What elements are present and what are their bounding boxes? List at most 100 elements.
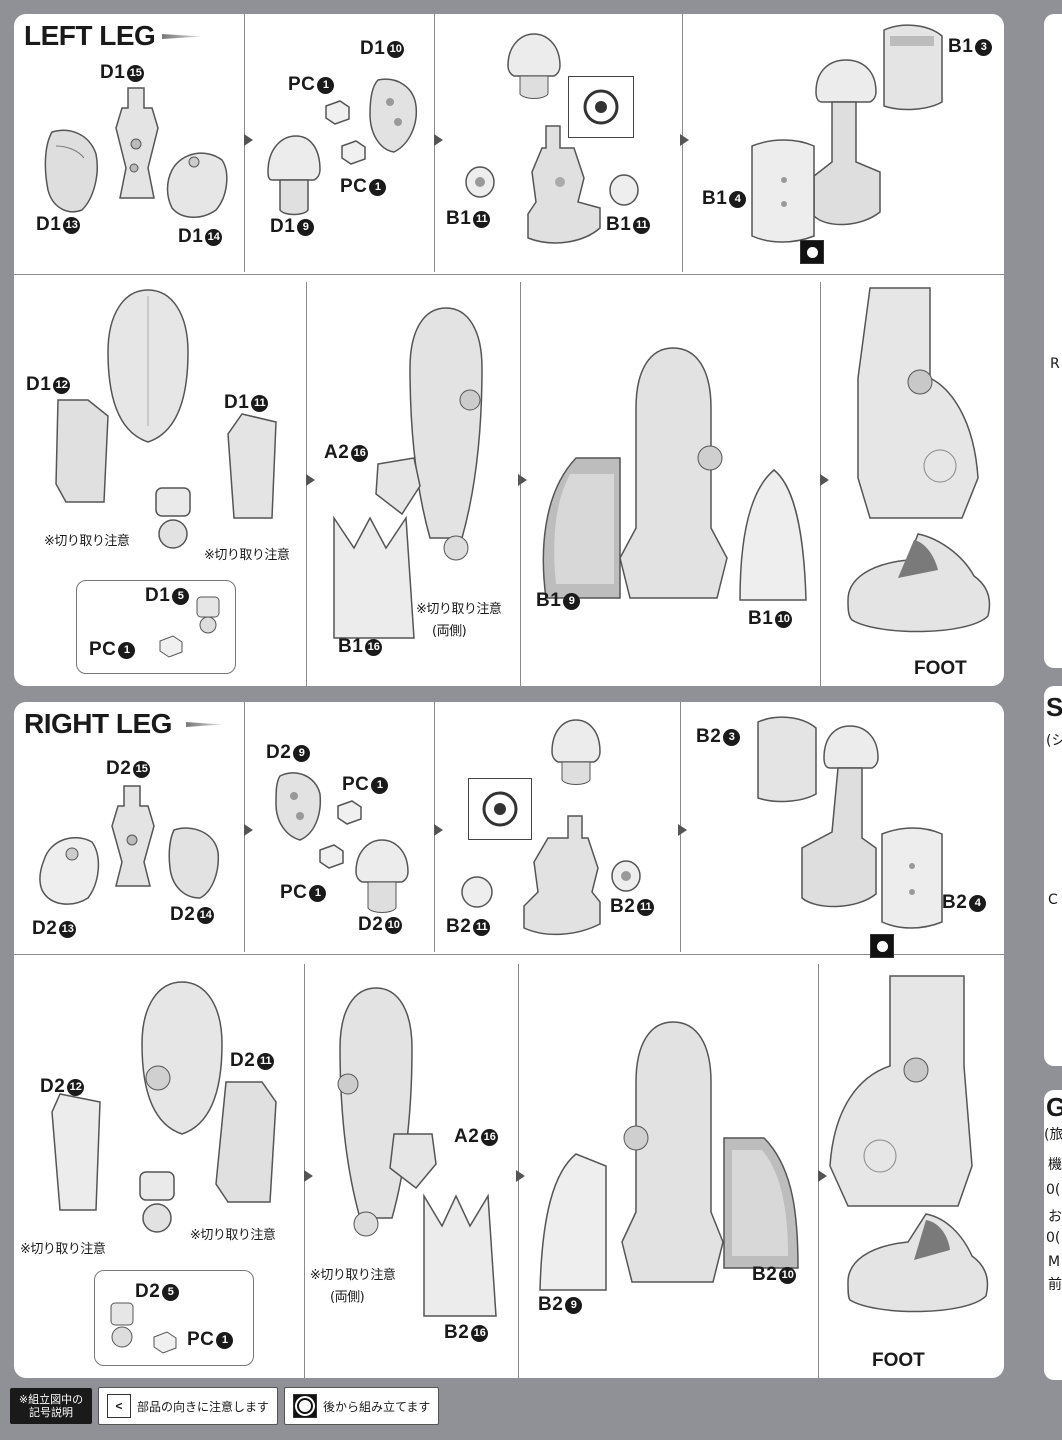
part-b2-10 (718, 1128, 804, 1274)
part-a2-16 (372, 454, 424, 518)
part-d2-14 (164, 822, 224, 902)
part-thigh-assembly (326, 984, 426, 1240)
part-thigh-top (794, 722, 884, 922)
part-joint (134, 1168, 180, 1238)
step-arrow (434, 134, 443, 146)
strip-line: お (1048, 1209, 1062, 1225)
strip-line: 0( (1046, 1182, 1061, 1198)
part-b2-4 (878, 822, 946, 932)
foot-label: FOOT (914, 658, 967, 679)
next-page-strip-bottom: G (旅 機 0( お 0( M 前 (1044, 1090, 1062, 1380)
part-b1-11-left (462, 164, 498, 200)
detail-callout (468, 778, 532, 840)
strip-line: 機 (1048, 1157, 1062, 1173)
title-swoosh (186, 722, 222, 727)
part-thigh-shell (98, 286, 198, 446)
assemble-later-icon (800, 240, 824, 264)
part-d1-5 (193, 595, 223, 635)
cut-caution-note: ※切り取り注意 (190, 1228, 276, 1243)
part-b1-11-right (606, 172, 642, 208)
legend-title: ※組立図中の 記号説明 (10, 1388, 92, 1424)
part-b1-10 (734, 466, 810, 606)
part-foot (840, 1210, 996, 1332)
part-knee-assembly (518, 812, 610, 940)
part-b1-16 (328, 508, 424, 640)
detail-callout (568, 76, 634, 138)
step-arrow (434, 824, 443, 836)
step-arrow (244, 824, 253, 836)
orientation-caution-icon: < (107, 1394, 131, 1418)
title-swoosh (162, 34, 202, 39)
step-arrow (680, 134, 689, 146)
part-b2-3 (750, 714, 824, 806)
legend-item-orientation: < 部品の向きに注意します (98, 1387, 279, 1425)
part-pc1-upper (322, 98, 352, 126)
part-d1-12 (48, 392, 118, 512)
step-arrow (516, 1170, 525, 1182)
strip-line: M (1048, 1254, 1061, 1270)
part-d2-5 (107, 1301, 137, 1351)
part-b2-16 (418, 1186, 504, 1320)
part-d1-13 (42, 126, 100, 216)
cut-caution-note: ※切り取り注意 (416, 602, 502, 617)
part-d1-9 (262, 132, 324, 222)
part-b2-9 (530, 1150, 614, 1296)
right-leg-title: RIGHT LEG (24, 708, 172, 739)
part-d1-14 (164, 146, 230, 222)
strip-sub-text: (旅 (1044, 1127, 1062, 1143)
strip-line: 0( (1046, 1230, 1061, 1246)
step-arrow (818, 1170, 827, 1182)
step-arrow (820, 474, 829, 486)
part-d2-15 (102, 782, 162, 892)
part-b1-3 (876, 22, 948, 114)
next-page-strip-top: R (1044, 14, 1062, 668)
cut-caution-note: ※切り取り注意 (310, 1268, 396, 1283)
part-knee-assembly (520, 122, 610, 246)
legend-text: 後から組み立てます (323, 1399, 431, 1414)
step-arrow (306, 474, 315, 486)
part-completed-leg (820, 974, 980, 1214)
strip-letter-c: C (1048, 892, 1058, 908)
part-knee-cap (548, 718, 604, 790)
part-knee-cap (504, 32, 564, 106)
part-thigh-shell (132, 978, 232, 1138)
part-d2-13 (36, 830, 102, 914)
part-d2-9 (270, 766, 326, 846)
cut-caution-note: ※切り取り注意 (20, 1242, 106, 1257)
part-leg-core (618, 344, 728, 604)
step-arrow (518, 474, 527, 486)
next-page-strip-mid: S (シ C (1044, 686, 1062, 1066)
strip-sub-text: (シ (1046, 733, 1062, 749)
foot-label: FOOT (872, 1350, 925, 1371)
part-pc1-lower (338, 138, 368, 166)
step-arrow (244, 134, 253, 146)
